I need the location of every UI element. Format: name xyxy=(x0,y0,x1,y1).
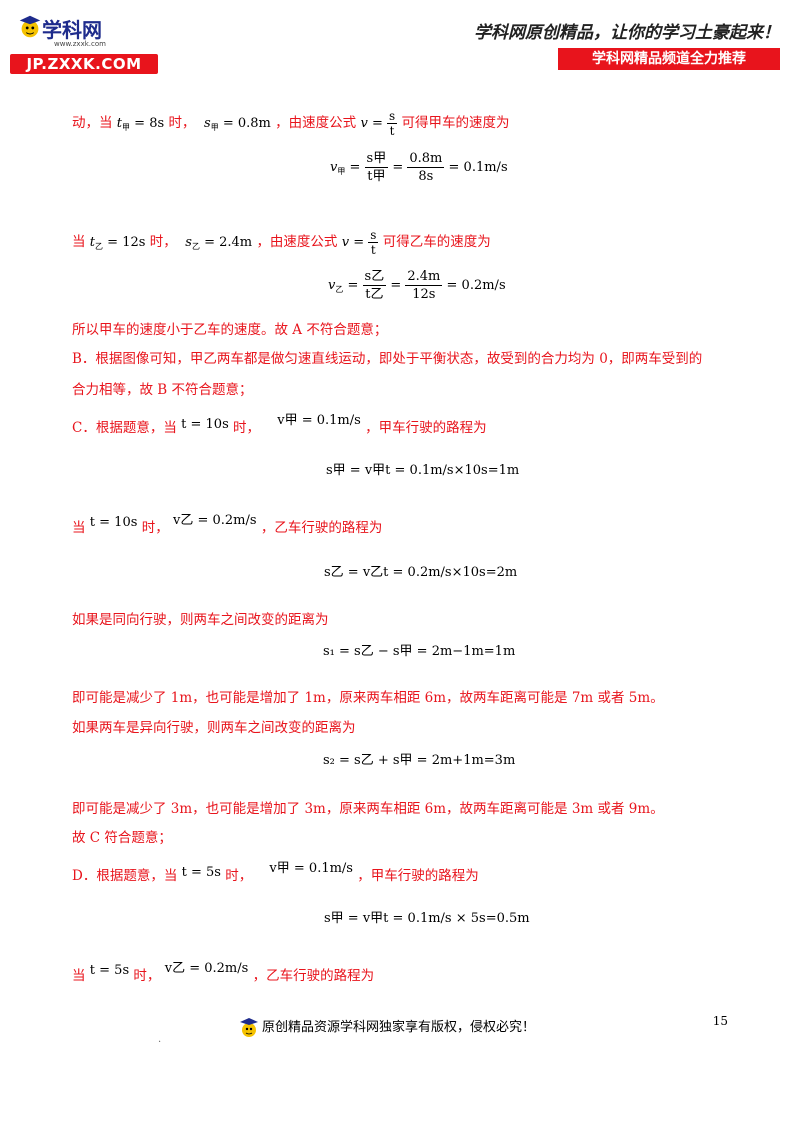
equation: s乙 = v乙t = 0.2m/s×10s=2m xyxy=(324,565,518,580)
copyright-notice: 原创精品资源学科网独家享有版权，侵权必究！ xyxy=(262,1020,536,1035)
paragraph: 即可能是减少了 1m，也可能是增加了 1m，原来两车相距 6m，故两车距离可能是… xyxy=(72,690,664,706)
logo-url: www.zxxk.com xyxy=(54,40,106,48)
text-line: C．根据题意，当 t = 10s 时， v甲 = 0.1m/s ，甲车行驶的路程… xyxy=(72,413,487,436)
mascot-icon xyxy=(240,1018,258,1037)
text-line: 当 t = 5s 时， v乙 = 0.2m/s ，乙车行驶的路程为 xyxy=(72,961,375,984)
paragraph: 合力相等，故 B 不符合题意； xyxy=(72,382,253,398)
footer-dot: . xyxy=(158,1034,162,1045)
logo-bar: JP.ZXXK.COM xyxy=(10,54,158,74)
paragraph: 故 C 符合题意； xyxy=(72,830,172,846)
logo-name: 学科网 xyxy=(42,18,102,42)
text-line: 当 t = 10s 时， v乙 = 0.2m/s ，乙车行驶的路程为 xyxy=(72,513,383,536)
channel-banner: 学科网精品频道全力推荐 xyxy=(558,48,780,70)
mascot-icon xyxy=(19,15,41,38)
paragraph: 即可能是减少了 3m，也可能是增加了 3m，原来两车相距 6m，故两车距离可能是… xyxy=(72,801,664,817)
page-number: 15 xyxy=(712,1014,728,1028)
slogan: 学科网原创精品，让你的学习土豪起来！ xyxy=(474,23,780,43)
paragraph: B．根据图像可知，甲乙两车都是做匀速直线运动，即处于平衡状态，故受到的合力均为 … xyxy=(72,351,703,367)
paragraph: 如果是同向行驶，则两车之间改变的距离为 xyxy=(72,612,329,628)
logo: 学科网 www.zxxk.com JP.ZXXK.COM xyxy=(10,12,158,74)
paragraph: 所以甲车的速度小于乙车的速度。故 A 不符合题意； xyxy=(72,322,388,338)
equation: s₂ = s乙 + s甲 = 2m+1m=3m xyxy=(323,753,516,768)
equation: s甲 = v甲t = 0.1m/s×10s=1m xyxy=(326,463,520,478)
equation: s₁ = s乙 − s甲 = 2m−1m=1m xyxy=(323,644,516,659)
equation: s甲 = v甲t = 0.1m/s × 5s=0.5m xyxy=(324,911,530,926)
text-line: D．根据题意，当 t = 5s 时， v甲 = 0.1m/s ，甲车行驶的路程为 xyxy=(72,861,479,884)
paragraph: 如果两车是异向行驶，则两车之间改变的距离为 xyxy=(72,720,356,736)
